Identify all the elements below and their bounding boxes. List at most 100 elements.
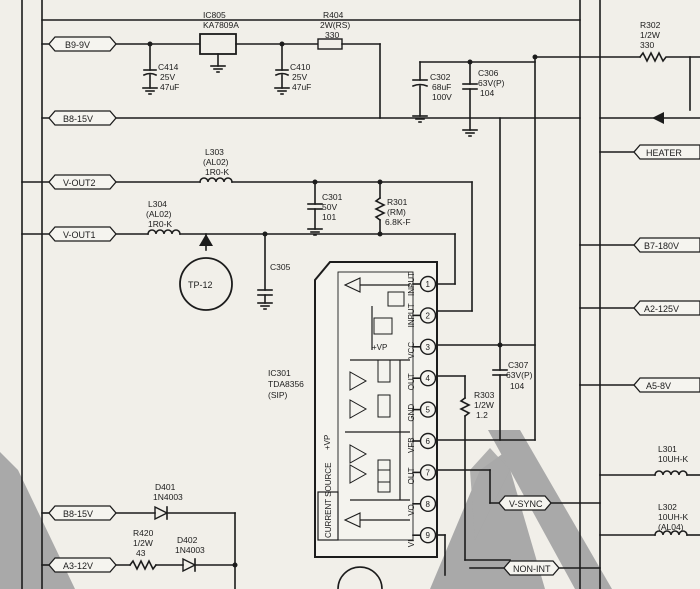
c414-ref: C414 (158, 62, 179, 72)
c410-ref: C410 (290, 62, 311, 72)
ic-pin-name: INPUT (407, 272, 416, 296)
ic805-part: KA7809A (203, 20, 239, 30)
ic-pin-circle (419, 307, 437, 324)
c410-value: 47uF (292, 82, 311, 92)
ic805-body (199, 33, 237, 55)
d401-ref: D401 (155, 482, 176, 492)
c414-value: 47uF (160, 82, 179, 92)
ic301-pkg: (SIP) (268, 390, 288, 400)
r303-ref: R303 (474, 390, 495, 400)
r404-ref: R404 (323, 10, 344, 20)
ic-pin-number: 5 (426, 406, 431, 415)
svg-text:A2-125V: A2-125V (644, 304, 679, 314)
component-labels: IC805 KA7809A R404 2W(RS) 330 C414 25V 4… (133, 10, 689, 558)
c301-ref: C301 (322, 192, 343, 202)
l302-value: 10UH-K (658, 512, 689, 522)
d402-part: 1N4003 (175, 545, 205, 555)
net-label-v-out2: V-OUT2 (48, 174, 117, 190)
r420-spec: 1/2W (133, 538, 153, 548)
l304-type: (AL02) (146, 209, 172, 219)
c301-value: 101 (322, 212, 336, 222)
c410-voltage: 25V (292, 72, 307, 82)
net-label-heater: HEATER (633, 144, 700, 160)
net-label-a3-12v: A3-12V (48, 557, 117, 573)
r302-ref: R302 (640, 20, 661, 30)
tp12-label: TP-12 (188, 280, 213, 290)
ic-pin-number: 6 (426, 437, 431, 446)
c414-c410 (142, 69, 290, 89)
ic-pin-circle (419, 275, 437, 293)
r301-type: (RM) (387, 207, 406, 217)
ic805-ref: IC805 (203, 10, 226, 20)
net-label-b9-9v: B9-9V (48, 36, 117, 52)
b8-rail-top (41, 51, 700, 441)
svg-text:NON-INT: NON-INT (513, 564, 551, 574)
l303-ref: L303 (205, 147, 224, 157)
vout1-path (21, 179, 456, 311)
c305-ref: C305 (270, 262, 291, 272)
ic-pin-name: OUT (407, 373, 416, 390)
tp12-circle (179, 257, 233, 311)
svg-text:B8-15V: B8-15V (63, 509, 93, 519)
r404-value: 330 (325, 30, 339, 40)
r303-value: 1.2 (476, 410, 488, 420)
net-label-tags: B9-9V B8-15V V-OUT2 V-OUT1 B8-15V A3-12V… (48, 36, 700, 576)
ic-pin-name: OUT (407, 467, 416, 484)
net-label-a5-8v: A5-8V (633, 377, 700, 393)
ground-symbols (142, 65, 478, 310)
c307-voltage: 63V(P) (506, 370, 533, 380)
ic-pin-number: 8 (426, 500, 431, 509)
vp-label-2: +VP (323, 435, 332, 450)
r404-body (317, 38, 343, 50)
r404-spec: 2W(RS) (320, 20, 350, 30)
ic301-package (314, 261, 438, 558)
svg-text:B8-15V: B8-15V (63, 114, 93, 124)
l301-ref: L301 (658, 444, 677, 454)
ic-pin-name: VI (407, 540, 416, 548)
l304-ref: L304 (148, 199, 167, 209)
ic-pin-number: 4 (426, 374, 431, 383)
ic-pin-number: 1 (426, 280, 431, 289)
ic-pin-leads (412, 283, 421, 537)
ic-pin-name: GND (407, 404, 416, 422)
d402-ref: D402 (177, 535, 198, 545)
ic-pin-circle (419, 338, 437, 355)
net-label-v-out1: V-OUT1 (48, 226, 117, 242)
r302-value: 330 (640, 40, 654, 50)
net-label-non-int: NON-INT (503, 560, 560, 576)
ic-pin-name: INPUT (407, 303, 416, 327)
ic301-part: TDA8356 (268, 379, 304, 389)
c306-ref: C306 (478, 68, 499, 78)
ic-pin-number: 3 (426, 343, 431, 352)
r420-value: 43 (136, 548, 146, 558)
frame-wires (21, 0, 601, 589)
c301-voltage: 50V (322, 202, 337, 212)
c302-c306 (411, 54, 538, 131)
l302-type: (AL04) (658, 522, 684, 532)
c307-ref: C307 (508, 360, 529, 370)
svg-text:A5-8V: A5-8V (646, 381, 671, 391)
ic-pin-circle (419, 464, 437, 481)
svg-text:V-OUT2: V-OUT2 (63, 178, 96, 188)
ic-pin-name: VO (407, 504, 416, 516)
ic-pin-circle (419, 527, 437, 544)
net-label-b7-180v: B7-180V (633, 237, 700, 253)
vp-label-1: +VP (372, 343, 387, 352)
ic-pin-number: 2 (426, 311, 431, 320)
l301-value: 10UH-K (658, 454, 689, 464)
ic-pin-circle (419, 432, 437, 450)
svg-text:B9-9V: B9-9V (65, 40, 90, 50)
svg-text:B7-180V: B7-180V (644, 241, 679, 251)
svg-text:HEATER: HEATER (646, 148, 682, 158)
ic-pin-number: 9 (426, 531, 431, 540)
ic-pin-name: VFB (407, 437, 416, 453)
ic-pin-circle (419, 495, 437, 512)
svg-text:A3-12V: A3-12V (63, 561, 93, 571)
r303-spec: 1/2W (474, 400, 494, 410)
current-source-box (317, 491, 339, 541)
svg-text:V-OUT1: V-OUT1 (63, 230, 96, 240)
ic-pin-name: VCC (407, 342, 416, 359)
d401-part: 1N4003 (153, 492, 183, 502)
